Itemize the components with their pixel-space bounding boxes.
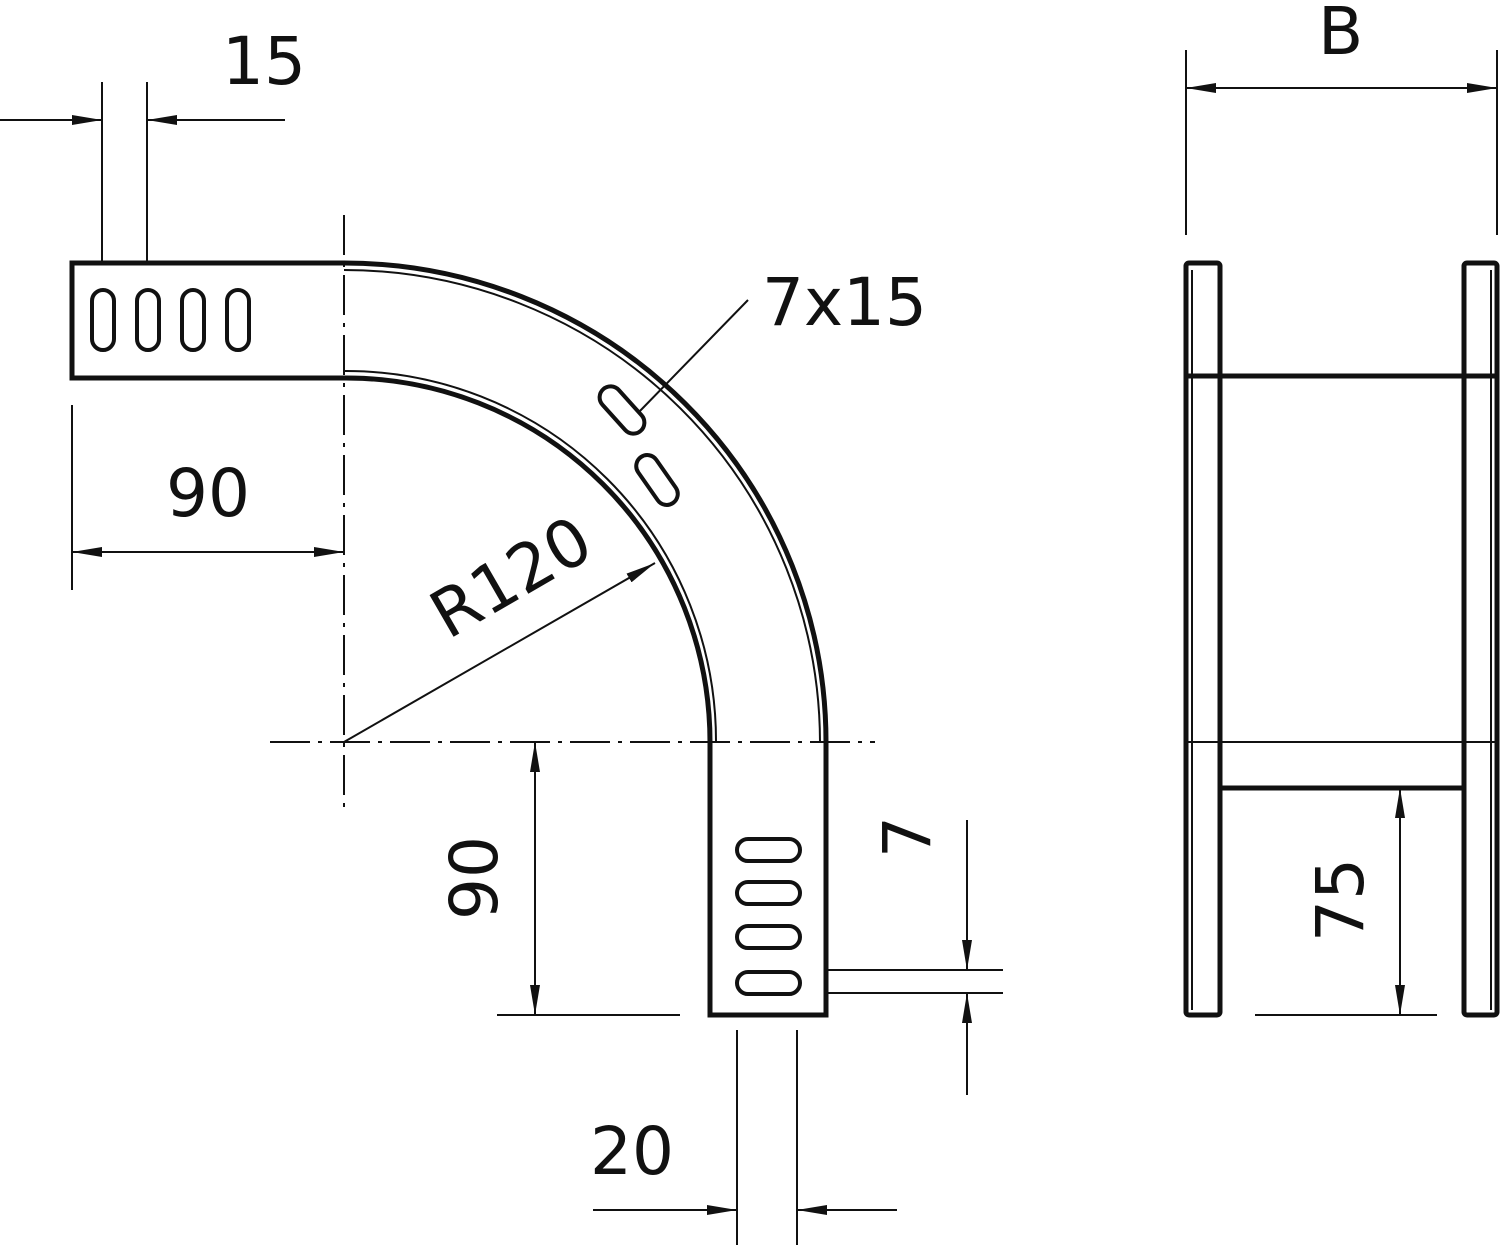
cable-ladder-end-view <box>1183 260 1500 1018</box>
dim-label-7: 7 <box>869 816 946 858</box>
slots-horizontal-section <box>90 288 251 352</box>
dim-label-b: B <box>1318 0 1363 70</box>
dimension-7: 7 <box>828 816 1003 1095</box>
dim-label-r120: R120 <box>418 501 605 654</box>
dim-label-7x15: 7x15 <box>762 264 927 341</box>
dim-label-15: 15 <box>222 23 306 100</box>
slots-arc <box>597 384 680 507</box>
dim-label-90-vertical: 90 <box>436 836 513 920</box>
dimension-90-vertical: 90 <box>436 742 680 1016</box>
dimension-15: 15 <box>0 23 306 263</box>
dimension-slot-size: 7x15 <box>637 264 927 414</box>
dimension-radius: R120 <box>343 501 656 743</box>
dimension-20: 20 <box>590 1030 897 1245</box>
slots-vertical-section <box>735 837 802 996</box>
dimension-75: 75 <box>1255 788 1437 1016</box>
dimension-90-horizontal: 90 <box>71 405 344 590</box>
dimension-b: B <box>1185 0 1498 235</box>
dim-label-75: 75 <box>1302 858 1379 942</box>
dim-label-20: 20 <box>590 1113 674 1190</box>
dim-label-90-horizontal: 90 <box>166 455 250 532</box>
cable-ladder-bend-side-view <box>69 260 829 1018</box>
